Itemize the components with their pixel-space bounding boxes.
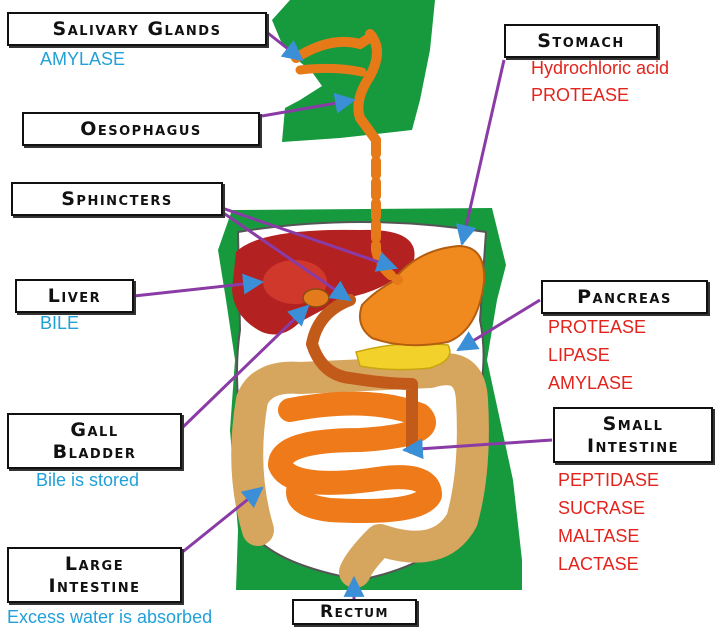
large-intestine-pointer <box>179 486 264 556</box>
label-pancreas: Pancreas <box>541 280 708 314</box>
note-small-intestine-sucrase: SUCRASE <box>558 498 646 518</box>
label-gall-bladder: Gall Bladder <box>7 413 182 469</box>
gall-bladder-pointer <box>180 304 310 430</box>
salivary-pointer <box>263 28 304 62</box>
note-stomach-protease: PROTEASE <box>531 85 630 105</box>
stomach-pointer <box>455 59 506 247</box>
label-gall-bladder-line-2: Bladder <box>52 441 137 463</box>
note-small-intestine-maltase: MALTASE <box>558 526 640 546</box>
small-intestine-pointer <box>401 438 553 460</box>
label-small-intestine-line-1: Small <box>602 413 664 435</box>
label-small-intestine: Small Intestine <box>553 407 713 463</box>
label-oesophagus: Oesophagus <box>22 112 260 146</box>
label-salivary-glands: Salivary Glands <box>7 12 267 46</box>
note-stomach-hcl: Hydrochloric acid <box>531 58 670 78</box>
note-pancreas-amylase: AMYLASE <box>548 373 634 393</box>
note-small-intestine-lactase: LACTASE <box>558 554 639 574</box>
small-intestine-shape <box>268 391 442 523</box>
label-gall-bladder-line-1: Gall <box>70 419 119 441</box>
duodenum-shape <box>306 294 418 454</box>
label-large-intestine: Large Intestine <box>7 547 182 603</box>
label-rectum: Rectum <box>292 599 417 625</box>
note-liver-bile: BILE <box>40 313 80 333</box>
label-large-intestine-line-1: Large <box>64 553 125 575</box>
note-large-intestine-water: Excess water is absorbed <box>7 607 213 627</box>
label-large-intestine-line-2: Intestine <box>48 575 141 597</box>
label-small-intestine-line-2: Intestine <box>586 435 680 457</box>
label-liver: Liver <box>15 279 134 313</box>
pancreas-pointer <box>456 298 541 352</box>
sphincters-pointer-b <box>221 210 352 302</box>
sphincters-pointer-a <box>221 206 398 272</box>
large-intestine-shape <box>231 353 489 588</box>
gall-bladder-shape <box>302 288 330 308</box>
label-sphincters: Sphincters <box>11 182 223 216</box>
oesophagus-pointer <box>261 92 357 118</box>
note-pancreas-protease: PROTEASE <box>548 317 647 337</box>
note-small-intestine-peptidase: PEPTIDASE <box>558 470 660 490</box>
note-gall-bladder-bile-stored: Bile is stored <box>36 470 140 490</box>
label-stomach: Stomach <box>504 24 658 58</box>
note-salivary-amylase: AMYLASE <box>40 49 126 69</box>
gland-tube-shape <box>295 63 367 77</box>
liver-pointer <box>133 273 265 298</box>
throat-tube-shape <box>353 29 382 145</box>
note-pancreas-lipase: LIPASE <box>548 345 610 365</box>
